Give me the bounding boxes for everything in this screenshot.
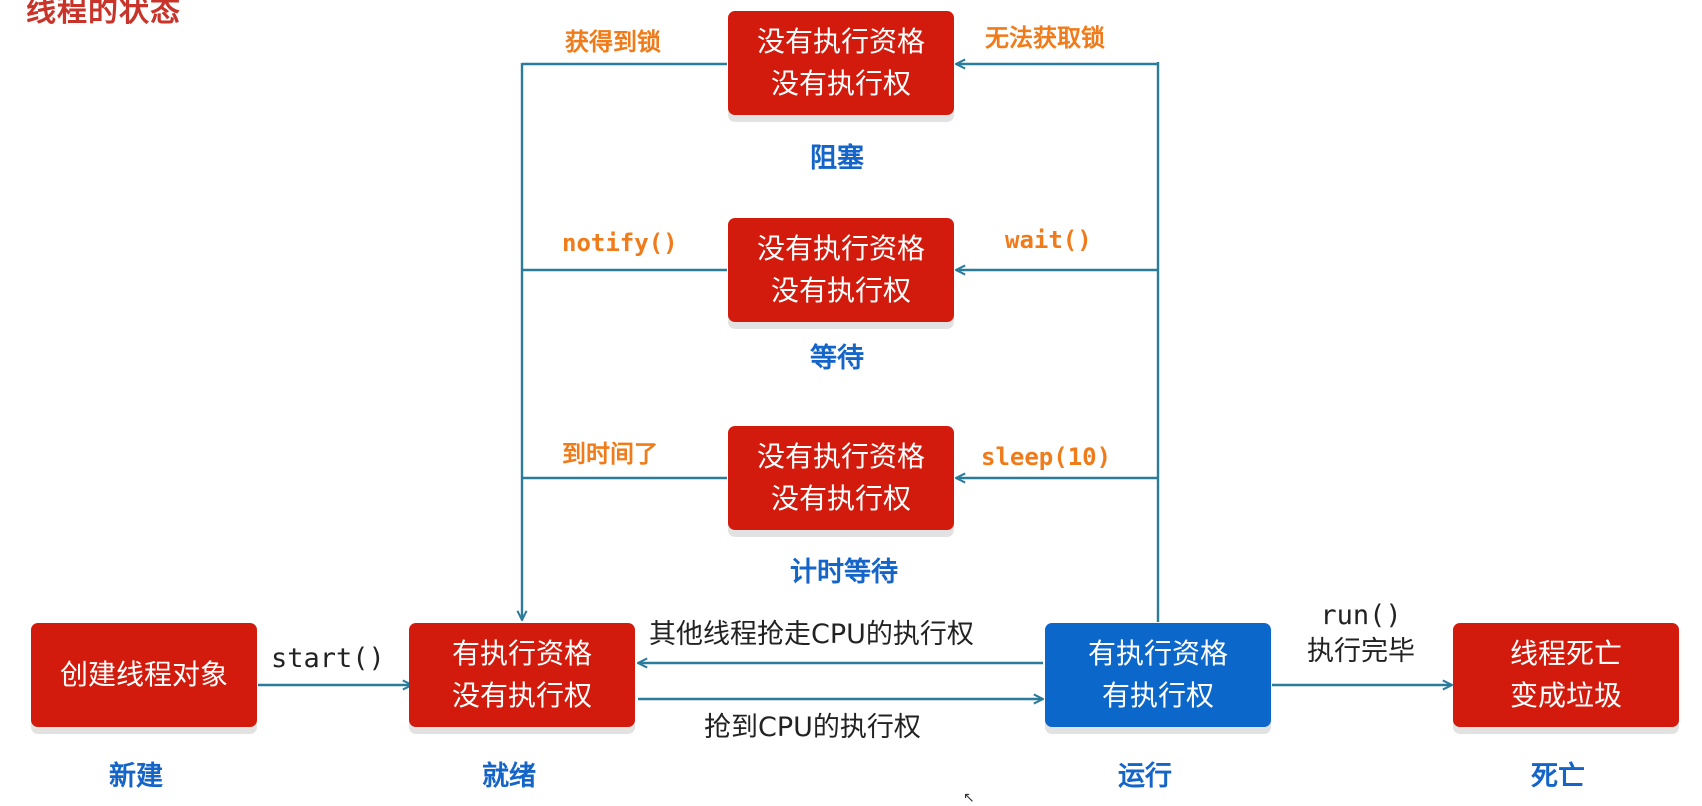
state-ready-box: 有执行资格 没有执行权 [409, 623, 635, 727]
state-running-box: 有执行资格 有执行权 [1045, 623, 1271, 727]
state-waiting-line-1: 没有执行资格 [756, 232, 925, 265]
label-timeout: 到时间了 [562, 440, 658, 468]
state-dead-box: 线程死亡 变成垃圾 [1453, 623, 1679, 727]
mouse-cursor-icon: ↖ [963, 790, 975, 806]
state-waiting-label: 等待 [810, 343, 864, 374]
state-running-line-1: 有执行资格 [1087, 637, 1228, 670]
label-get-lock: 获得到锁 [565, 28, 661, 56]
state-ready-line-2: 没有执行权 [451, 679, 592, 712]
state-dead-label: 死亡 [1531, 761, 1585, 792]
state-timed-waiting-label: 计时等待 [790, 557, 898, 588]
state-blocked-label: 阻塞 [810, 143, 864, 174]
label-no-lock: 无法获取锁 [985, 24, 1105, 52]
state-waiting-line-2: 没有执行权 [770, 274, 911, 307]
state-blocked-box: 没有执行资格 没有执行权 [728, 11, 954, 115]
label-run-call: run() [1320, 600, 1402, 631]
label-start: start() [271, 643, 385, 674]
state-timed-waiting-line-2: 没有执行权 [770, 482, 911, 515]
state-blocked-line-1: 没有执行资格 [756, 25, 925, 58]
state-new-label: 新建 [109, 761, 163, 792]
state-timed-waiting-box: 没有执行资格 没有执行权 [728, 426, 954, 530]
state-dead-line-2: 变成垃圾 [1509, 679, 1622, 712]
label-preempted: 其他线程抢走CPU的执行权 [649, 619, 974, 650]
label-notify: notify() [562, 229, 678, 257]
state-dead-line-1: 线程死亡 [1509, 637, 1622, 670]
label-get-cpu: 抢到CPU的执行权 [704, 712, 921, 743]
state-ready-line-1: 有执行资格 [451, 637, 592, 670]
state-blocked-line-2: 没有执行权 [770, 67, 911, 100]
state-running-label: 运行 [1118, 761, 1172, 792]
state-new-text: 创建线程对象 [59, 658, 228, 691]
state-new-box: 创建线程对象 [31, 623, 257, 727]
state-ready-label: 就绪 [482, 761, 536, 792]
label-run-done: 执行完毕 [1307, 636, 1415, 667]
label-sleep: sleep(10) [981, 443, 1112, 471]
state-running-line-2: 有执行权 [1101, 679, 1214, 712]
state-waiting-box: 没有执行资格 没有执行权 [728, 218, 954, 322]
state-timed-waiting-line-1: 没有执行资格 [756, 440, 925, 473]
page-title: 线程的状态 [26, 0, 181, 29]
label-wait: wait() [1005, 226, 1092, 254]
